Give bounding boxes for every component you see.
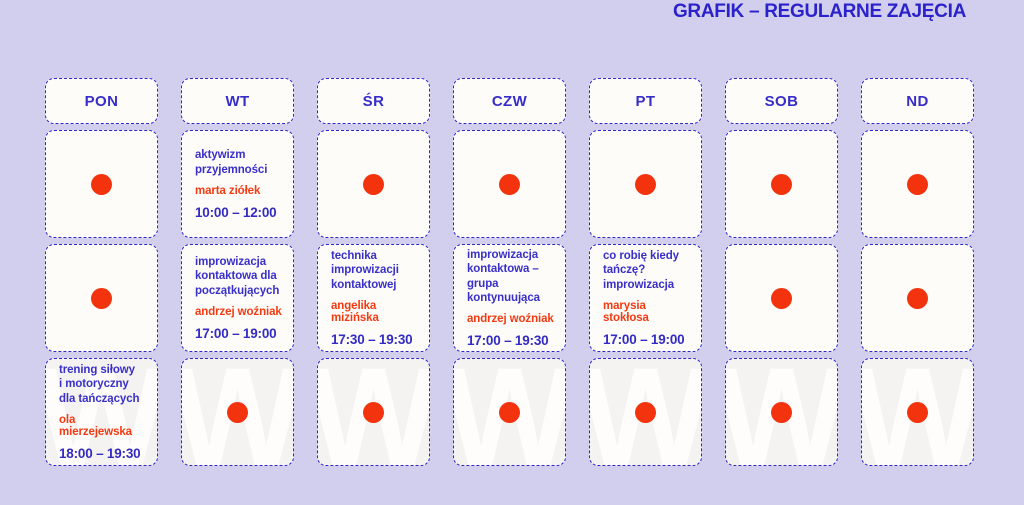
schedule-cell-sob-2 <box>725 244 838 352</box>
day-header-pon: PON <box>45 78 158 124</box>
red-dot-icon <box>635 401 656 423</box>
schedule-cell-nd-3: W <box>861 358 974 466</box>
day-header-r: ŚR <box>317 78 430 124</box>
day-column-pon: PON Wtrening siłowy i motoryczny dla tańc… <box>45 78 158 466</box>
instructor-name: marta ziółek <box>195 184 261 197</box>
day-column-czw: CZW improwizacja kontaktowa – grupa konty… <box>453 78 566 466</box>
day-header-czw: CZW <box>453 78 566 124</box>
schedule-cell-czw-3: W <box>453 358 566 466</box>
day-header-nd: ND <box>861 78 974 124</box>
day-label: ŚR <box>362 92 385 110</box>
red-dot-icon <box>227 401 248 423</box>
schedule-cell-pt-2: co robię kiedy tańczę? improwizacja marys… <box>589 244 702 352</box>
schedule-cell-wt-1: aktywizm przyjemności marta ziółek 10:00 –… <box>181 130 294 238</box>
class-name: trening siłowy i motoryczny dla tańczący… <box>59 364 140 405</box>
class-time: 10:00 – 12:00 <box>195 204 277 220</box>
day-label: WT <box>225 92 250 110</box>
schedule-cell-czw-1 <box>453 130 566 238</box>
schedule-cell-pon-3: Wtrening siłowy i motoryczny dla tańcząc… <box>45 358 158 466</box>
class-name: technika improwizacji kontaktowej <box>331 250 399 291</box>
schedule-grid: PON Wtrening siłowy i motoryczny dla tańc… <box>45 78 974 466</box>
schedule-cell-czw-2: improwizacja kontaktowa – grupa kontynuu… <box>453 244 566 352</box>
schedule-cell-wt-2: improwizacja kontaktowa dla początkujący… <box>181 244 294 352</box>
instructor-name: andrzej woźniak <box>467 313 554 325</box>
instructor-name: ola mierzejewska <box>59 413 132 438</box>
schedule-cell-nd-2 <box>861 244 974 352</box>
day-label: CZW <box>491 92 528 110</box>
schedule-cell-wt-3: W <box>181 358 294 466</box>
red-dot-icon <box>91 287 112 309</box>
schedule-cell-pon-2 <box>45 244 158 352</box>
schedule-cell-pt-1 <box>589 130 702 238</box>
red-dot-icon <box>907 173 928 195</box>
schedule-cell-sob-3: W <box>725 358 838 466</box>
day-label: PON <box>84 92 119 110</box>
schedule-cell-pt-3: W <box>589 358 702 466</box>
instructor-name: marysia stokłosa <box>603 299 649 324</box>
red-dot-icon <box>907 401 928 423</box>
class-time: 18:00 – 19:30 <box>59 445 141 461</box>
instructor-name: angelika mizińska <box>331 299 379 324</box>
class-time: 17:30 – 19:30 <box>331 331 413 347</box>
schedule-cell-pon-1 <box>45 130 158 238</box>
day-column-pt: PT co robię kiedy tańczę? improwizacja mar… <box>589 78 702 466</box>
red-dot-icon <box>499 401 520 423</box>
class-name: aktywizm przyjemności <box>195 149 268 176</box>
schedule-cell-r-2: technika improwizacji kontaktowej angelik… <box>317 244 430 352</box>
class-time: 17:00 – 19:00 <box>195 325 277 341</box>
schedule-cell-nd-1 <box>861 130 974 238</box>
class-name: improwizacja kontaktowa dla początkujący… <box>195 256 280 297</box>
schedule-cell-r-1 <box>317 130 430 238</box>
red-dot-icon <box>91 173 112 195</box>
class-time: 17:00 – 19:30 <box>467 333 549 348</box>
page-title: GRAFIK – REGULARNE ZAJĘCIA <box>672 1 966 22</box>
day-header-pt: PT <box>589 78 702 124</box>
day-label: ND <box>906 92 929 110</box>
red-dot-icon <box>363 173 384 195</box>
day-column-sob: SOB W <box>725 78 838 466</box>
day-column-r: ŚR technika improwizacji kontaktowej angel… <box>317 78 430 466</box>
day-header-sob: SOB <box>725 78 838 124</box>
red-dot-icon <box>363 401 384 423</box>
class-name: co robię kiedy tańczę? improwizacja <box>603 250 679 291</box>
schedule-cell-r-3: W <box>317 358 430 466</box>
day-label: PT <box>635 92 656 110</box>
day-label: SOB <box>764 92 799 110</box>
red-dot-icon <box>499 173 520 195</box>
red-dot-icon <box>771 173 792 195</box>
instructor-name: andrzej woźniak <box>195 305 282 318</box>
red-dot-icon <box>907 287 928 309</box>
class-name: improwizacja kontaktowa – grupa kontynuu… <box>467 249 540 304</box>
day-column-nd: ND W <box>861 78 974 466</box>
red-dot-icon <box>771 401 792 423</box>
class-time: 17:00 – 19:00 <box>603 331 685 347</box>
red-dot-icon <box>635 173 656 195</box>
schedule-cell-sob-1 <box>725 130 838 238</box>
red-dot-icon <box>771 287 792 309</box>
day-column-wt: WT aktywizm przyjemności marta ziółek 10:00… <box>181 78 294 466</box>
day-header-wt: WT <box>181 78 294 124</box>
